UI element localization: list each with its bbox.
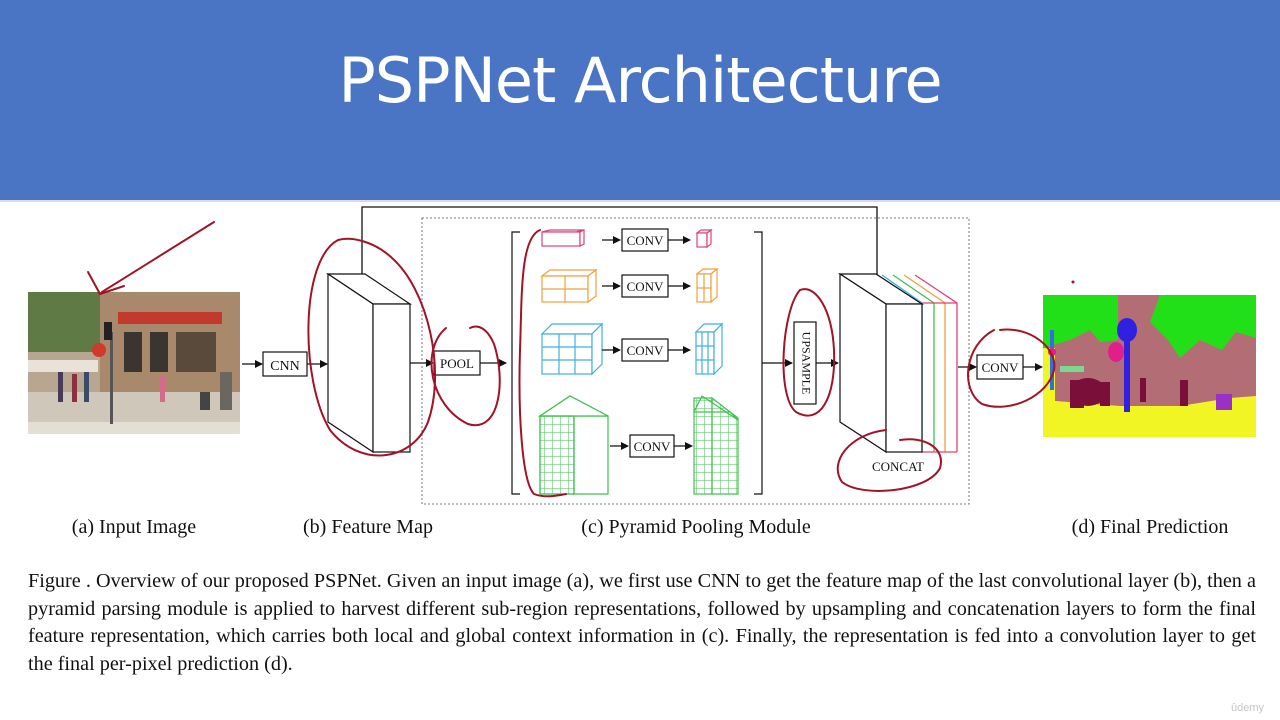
conv-label-row2: CONV [627,279,664,294]
pyramid-bracket-right [754,231,763,495]
slide-header: PSPNet Architecture [0,0,1280,200]
upsample-label: UPSAMPLE [799,332,813,395]
udemy-watermark: ûdemy [1230,702,1264,714]
concat-label: CONCAT [872,459,924,474]
pool-level-3x3 [540,322,604,376]
pool-level-2x2 [540,268,598,304]
pool-out-3x3 [694,322,724,376]
skip-connection-arrow [361,206,881,289]
input-image [28,292,240,434]
sublabel-final-prediction: (d) Final Prediction [1072,516,1229,538]
pool-out-1x1 [695,228,713,249]
final-prediction-map [1043,295,1256,437]
cnn-label: CNN [270,359,300,374]
conv-label-row4: CONV [634,439,671,454]
final-conv-label: CONV [982,360,1019,375]
slide-title: PSPNet Architecture [338,44,942,117]
sublabel-feature-map: (b) Feature Map [303,516,433,538]
figure-caption: Figure . Overview of our proposed PSPNet… [28,570,1256,675]
pool-level-1x1 [541,229,585,247]
header-divider [0,200,1280,202]
pspnet-diagram: CNN POOL CONV CONV [28,206,1256,538]
concat-feature-cuboid [837,272,925,454]
pool-level-6x6 [538,395,609,495]
pool-out-2x2 [695,267,719,304]
handwritten-annotations [87,221,1056,498]
pool-label: POOL [440,356,474,371]
pool-out-6x6 [693,395,739,495]
pyramid-bracket-left [511,231,520,495]
annotation-dot [1071,280,1075,284]
feature-map-cuboid [326,272,412,454]
sublabel-input-image: (a) Input Image [72,516,197,538]
conv-label-row3: CONV [627,343,664,358]
conv-label-row1: CONV [627,233,664,248]
sublabel-pyramid-pooling: (c) Pyramid Pooling Module [581,516,811,538]
